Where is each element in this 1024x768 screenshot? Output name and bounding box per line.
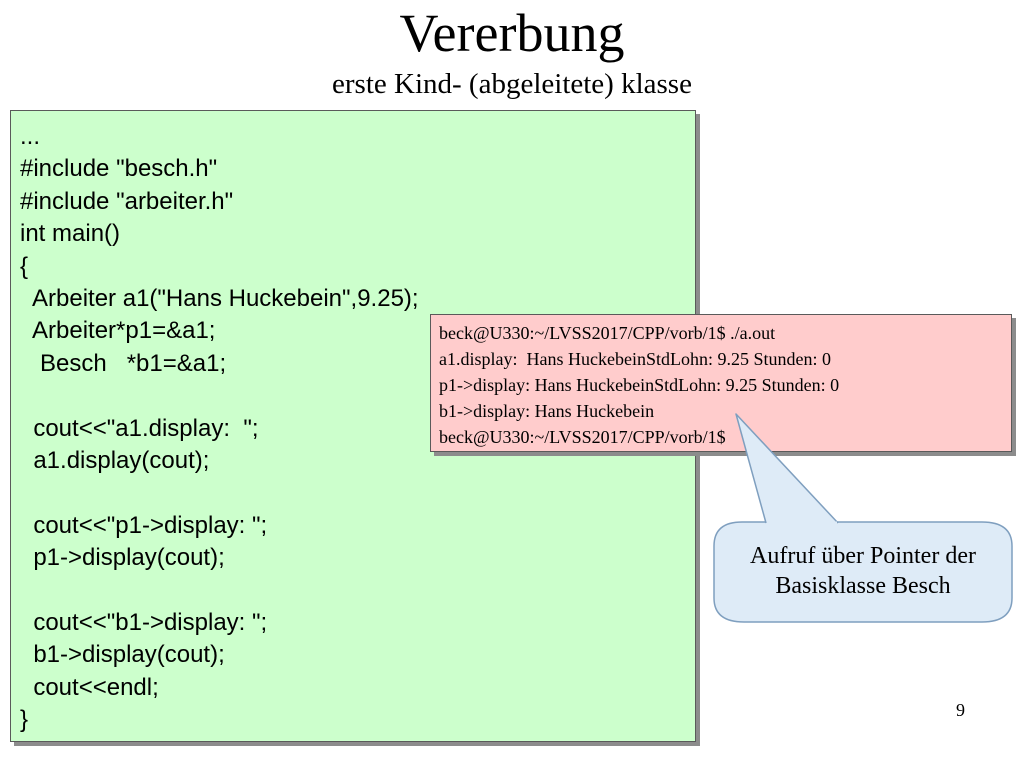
code-line: a1.display(cout); — [20, 446, 210, 474]
code-line — [20, 477, 695, 509]
code-line: cout<<"p1->display: "; — [20, 511, 268, 539]
code-line — [20, 574, 695, 606]
slide-subtitle: erste Kind- (abgeleitete) klasse — [332, 68, 692, 100]
code-line: cout<<endl; — [20, 673, 159, 701]
code-line: { — [20, 252, 29, 280]
code-line: int main() — [20, 220, 121, 248]
terminal-output-line: beck@U330:~/LVSS2017/CPP/vorb/1$ — [439, 427, 726, 447]
code-line: cout<<"b1->display: "; — [20, 608, 268, 636]
slide-title: Vererbung — [399, 3, 625, 63]
code-line: p1->display(cout); — [20, 544, 225, 572]
code-line: #include "besch.h" — [20, 155, 218, 183]
code-line: } — [20, 706, 29, 734]
code-line: ... — [20, 123, 41, 150]
code-line: Arbeiter*p1=&a1; — [20, 317, 216, 345]
code-line: #include "arbeiter.h" — [20, 187, 234, 215]
terminal-output-box: beck@U330:~/LVSS2017/CPP/vorb/1$ ./a.out… — [430, 314, 1012, 452]
terminal-output-line: a1.display: Hans HuckebeinStdLohn: 9.25 … — [439, 349, 831, 369]
code-line: cout<<"a1.display: "; — [20, 414, 259, 442]
terminal-output-line: beck@U330:~/LVSS2017/CPP/vorb/1$ ./a.out — [439, 323, 776, 343]
terminal-output-line: p1->display: Hans HuckebeinStdLohn: 9.25… — [439, 375, 840, 395]
callout-line: Aufruf über Pointer der — [750, 543, 976, 569]
code-line: Arbeiter a1("Hans Huckebein",9.25); — [20, 284, 419, 312]
terminal-output-line: b1->display: Hans Huckebein — [439, 401, 655, 421]
code-line: b1->display(cout); — [20, 641, 225, 669]
page-number: 9 — [956, 700, 965, 720]
code-line: Besch *b1=&a1; — [20, 349, 227, 377]
callout-line: Basisklasse Besch — [775, 573, 951, 599]
callout-text: Aufruf über Pointer der Basisklasse Besc… — [712, 522, 1014, 620]
